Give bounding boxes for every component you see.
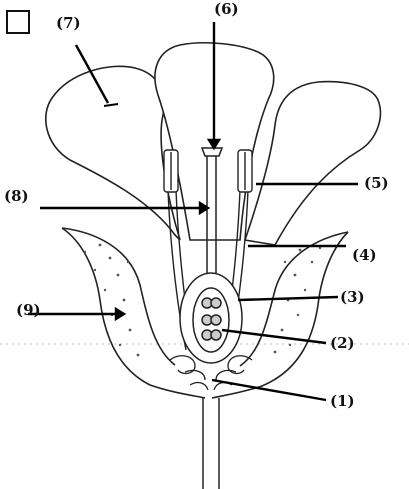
ovule-2 — [211, 298, 221, 308]
pedicel — [203, 398, 219, 489]
label-5: (5) — [364, 176, 389, 191]
stigma — [202, 148, 222, 156]
label-8: (8) — [4, 189, 29, 204]
ovule-6 — [211, 330, 221, 340]
label-9: (9) — [16, 303, 41, 318]
label-2: (2) — [330, 336, 355, 351]
label-4: (4) — [352, 248, 377, 263]
pointer-3 — [238, 297, 338, 300]
label-3: (3) — [340, 290, 365, 305]
ovule-4 — [211, 315, 221, 325]
label-1: (1) — [330, 394, 355, 409]
label-6: (6) — [214, 2, 239, 17]
label-7: (7) — [56, 16, 81, 31]
